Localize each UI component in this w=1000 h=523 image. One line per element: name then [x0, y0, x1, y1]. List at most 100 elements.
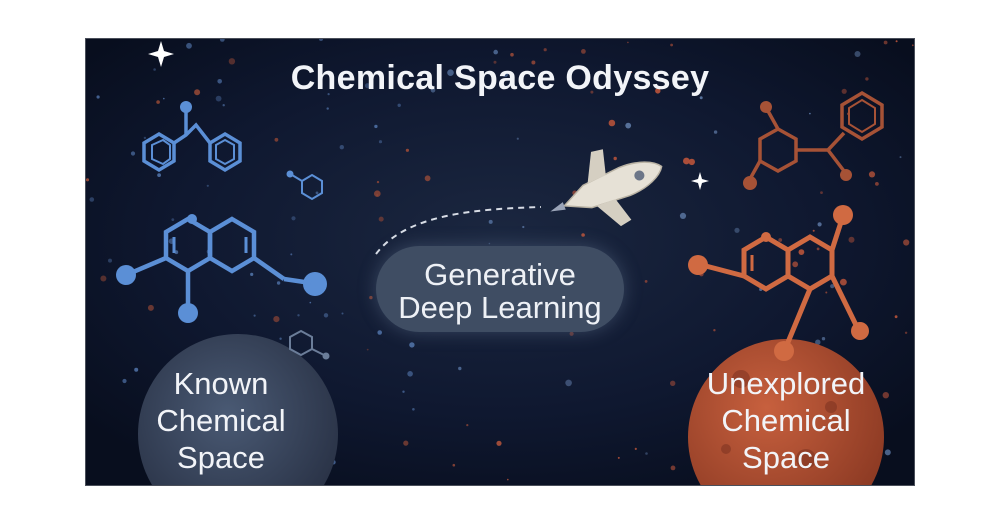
- star-dot: [291, 216, 296, 221]
- rocket-trail: [375, 206, 542, 255]
- star-dot: [904, 331, 908, 334]
- star-dot: [792, 261, 799, 268]
- star-dot: [883, 40, 888, 45]
- star-dot: [130, 151, 136, 156]
- known-line-1: Known: [173, 366, 269, 401]
- star-dot: [670, 380, 676, 386]
- star-dot: [825, 291, 828, 294]
- figure-frame: Chemical Space Odyssey Generative Deep L…: [85, 38, 915, 486]
- star-dot: [273, 316, 280, 323]
- star-dot: [403, 440, 409, 446]
- unexplored-line-3: Space: [742, 440, 830, 475]
- star-dot: [496, 440, 502, 446]
- star-dot: [376, 180, 380, 184]
- unexplored-molecule-top: [748, 90, 884, 180]
- molecule-atom: [180, 101, 192, 113]
- star-dot: [502, 70, 509, 78]
- star-dot: [841, 88, 847, 94]
- star-dot: [713, 329, 716, 332]
- sparkle-icon: [148, 41, 709, 190]
- star-dot: [364, 83, 371, 89]
- generative-deep-learning-pill: Generative Deep Learning: [376, 246, 624, 332]
- star-dot: [153, 68, 156, 71]
- star-dot: [625, 122, 632, 129]
- star-dot: [688, 158, 695, 166]
- star-dot: [194, 89, 201, 96]
- star-dot: [911, 44, 914, 47]
- star-dot: [369, 295, 373, 300]
- star-dot: [89, 197, 95, 202]
- star-dot: [407, 371, 413, 377]
- star-dot: [206, 184, 209, 187]
- star-dot: [830, 284, 835, 289]
- star-dot: [297, 314, 300, 317]
- star-dot: [466, 424, 469, 427]
- star-dot: [163, 97, 165, 100]
- star-dot: [274, 137, 279, 142]
- star-dot: [397, 103, 401, 108]
- star-dot: [108, 258, 112, 263]
- star-dot: [378, 140, 383, 144]
- unexplored-line-2: Chemical: [721, 403, 851, 438]
- star-dot: [219, 39, 225, 42]
- star-dot: [820, 191, 823, 195]
- star-dot: [250, 272, 254, 276]
- space-scene: [86, 39, 914, 485]
- star-dot: [522, 225, 525, 229]
- star-dot: [377, 330, 383, 335]
- star-dot: [409, 342, 415, 348]
- unexplored-line-1: Unexplored: [706, 366, 866, 401]
- star-dot: [402, 390, 405, 393]
- star-dot: [430, 88, 436, 93]
- star-dot: [531, 60, 536, 65]
- star-dot: [581, 49, 586, 54]
- known-line-3: Space: [177, 440, 265, 475]
- star-dot: [378, 216, 384, 222]
- star-dot: [809, 112, 811, 115]
- star-dot: [679, 212, 687, 219]
- star-dot: [228, 58, 236, 65]
- star-dot: [374, 124, 378, 129]
- star-dot: [812, 229, 815, 232]
- star-dot: [507, 478, 509, 481]
- star-dot: [884, 449, 891, 456]
- star-dot: [447, 69, 454, 76]
- star-dot: [798, 249, 805, 256]
- star-dot: [778, 238, 783, 242]
- star-dot: [458, 366, 462, 371]
- star-dot: [840, 278, 847, 286]
- star-dot: [424, 175, 431, 182]
- star-dot: [326, 107, 329, 110]
- star-dot: [617, 456, 620, 459]
- star-dot: [895, 40, 898, 43]
- star-dot: [581, 233, 585, 237]
- molecule-bond: [283, 276, 312, 286]
- star-dot: [713, 130, 718, 134]
- star-dot: [821, 337, 826, 341]
- known-line-2: Chemical: [156, 403, 286, 438]
- star-dot: [279, 337, 282, 340]
- star-dot: [816, 247, 820, 251]
- generative-deep-learning-label: Generative Deep Learning: [376, 258, 624, 324]
- star-dot: [634, 447, 637, 450]
- molecule-atom: [286, 170, 294, 178]
- molecule-atom: [322, 352, 330, 360]
- star-dot: [341, 312, 344, 315]
- star-dot: [569, 331, 574, 336]
- star-dot: [854, 51, 861, 57]
- star-dot: [157, 173, 161, 178]
- unexplored-molecule-main: [701, 218, 859, 348]
- star-dot: [143, 136, 147, 140]
- molecule-atoms: [743, 101, 852, 190]
- star-dot: [323, 313, 329, 318]
- star-dot: [327, 93, 330, 96]
- star-dot: [899, 156, 902, 159]
- star-dot: [655, 88, 661, 94]
- star-dot: [875, 182, 879, 186]
- star-dot: [96, 95, 100, 99]
- star-dot: [253, 314, 256, 317]
- star-dot: [134, 367, 139, 372]
- star-dot: [894, 315, 898, 319]
- star-dot: [122, 378, 127, 384]
- known-chemical-space-label: Known Chemical Space: [131, 365, 311, 476]
